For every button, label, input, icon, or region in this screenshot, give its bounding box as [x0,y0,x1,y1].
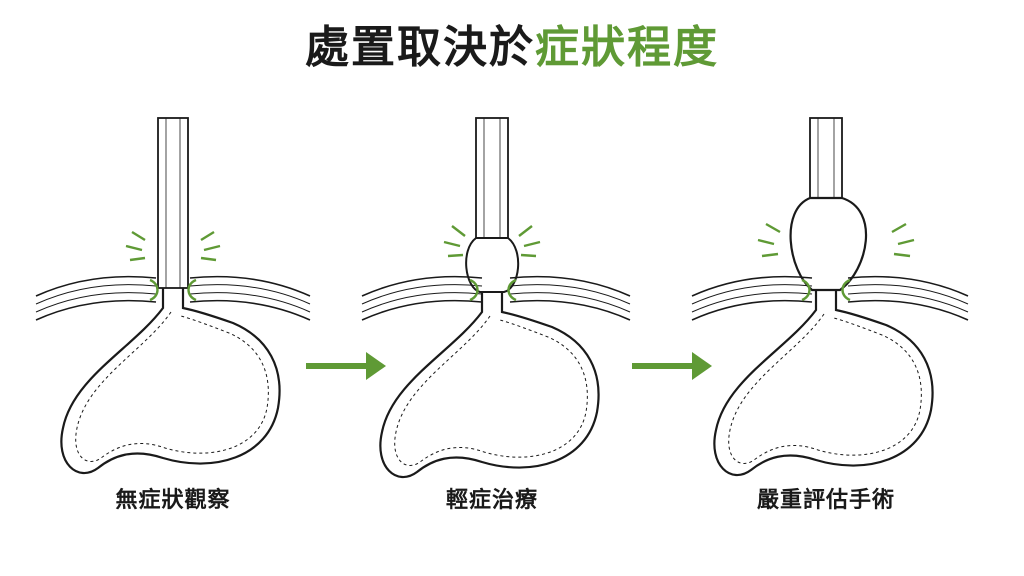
stage-3-label: 嚴重評估手術 [756,488,895,513]
page-title: 處置取決於症狀程度 [0,18,1024,78]
stage-1-illustration [35,117,311,475]
stage-1-label: 無症狀觀察 [115,488,231,513]
arrow-2 [632,352,712,380]
title-main: 處置取決於 [305,22,535,73]
stage-2-illustration [361,117,631,479]
arrow-1 [306,352,386,380]
stage-2-label: 輕症治療 [445,488,538,513]
stage-3-illustration [691,117,969,477]
title-accent: 症狀程度 [535,22,719,73]
